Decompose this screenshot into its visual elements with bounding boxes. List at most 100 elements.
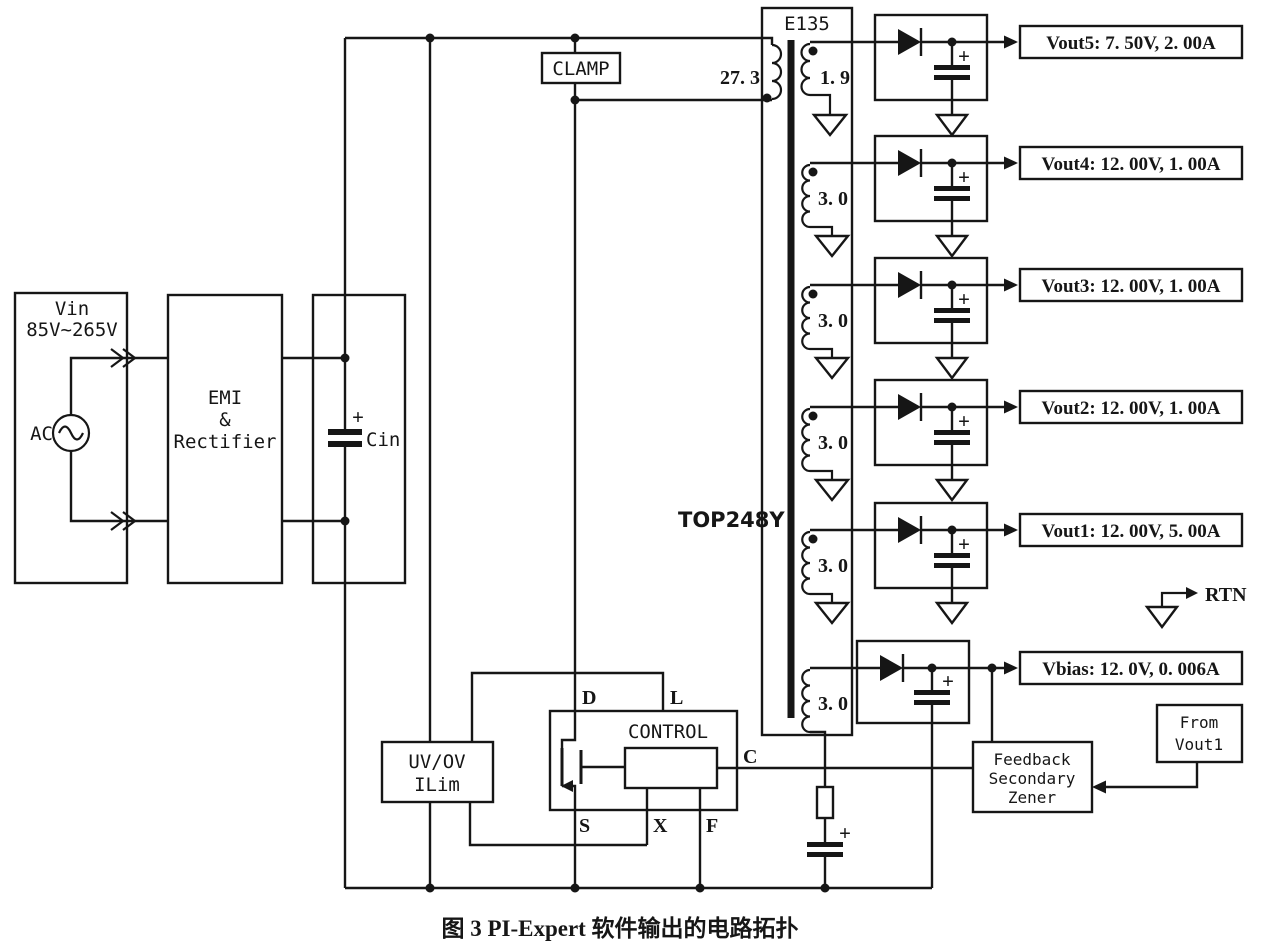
rectifier-box bbox=[855, 639, 971, 725]
junction-dot bbox=[570, 95, 580, 105]
mosfet-icon bbox=[560, 711, 625, 888]
uvov-box bbox=[380, 740, 495, 804]
feedback-block: Feedback Secondary Zener From Vout1 bbox=[971, 703, 1244, 814]
wire-winding-gnd bbox=[810, 93, 832, 115]
output-label-box bbox=[1018, 267, 1244, 303]
secondary-winding-icon bbox=[801, 285, 811, 351]
uvov-line1: UV/OV bbox=[408, 751, 465, 773]
vin-box bbox=[13, 291, 129, 585]
uvov-line2: ILim bbox=[414, 774, 460, 796]
polarity-dot bbox=[808, 289, 818, 299]
mosfet-drain bbox=[560, 711, 577, 748]
cin-capacitor: + Cin bbox=[311, 293, 407, 585]
capacitor-plate-icon bbox=[934, 186, 970, 191]
rtn-symbol: RTN bbox=[1144, 584, 1247, 629]
wire-l-pin bbox=[470, 671, 665, 742]
output-label: Vout2: 12. 00V, 1. 00A bbox=[1042, 398, 1221, 419]
from-vout1-line2: Vout1 bbox=[1175, 735, 1223, 754]
capacitor-plate-icon bbox=[914, 690, 950, 695]
polarity-dot bbox=[808, 46, 818, 56]
output-label-box bbox=[1018, 650, 1244, 686]
emi-box bbox=[166, 293, 284, 585]
rectifier-box bbox=[873, 134, 989, 223]
capacitor-plate-icon bbox=[934, 318, 970, 323]
output-row-vout1: 3. 0 + Vout1: 12. 00V, 5. 00A bbox=[801, 501, 1244, 625]
wire-ac-top bbox=[69, 356, 168, 415]
secondary-winding-icon bbox=[801, 407, 811, 473]
control-label: CONTROL bbox=[628, 721, 708, 743]
diode-icon bbox=[898, 517, 921, 543]
secondary-winding-icon bbox=[800, 42, 811, 97]
output-label-box bbox=[1018, 389, 1244, 425]
capacitor-plate-icon bbox=[934, 65, 970, 70]
emi-rectifier: EMI & Rectifier bbox=[166, 293, 350, 585]
capacitor-plate-icon bbox=[934, 553, 970, 558]
control-block bbox=[623, 746, 719, 790]
ground-icon bbox=[934, 234, 970, 258]
output-label-box bbox=[1018, 512, 1244, 548]
polarity-dot bbox=[808, 534, 818, 544]
ground-icon bbox=[934, 601, 970, 625]
wire-uvov-x bbox=[468, 802, 647, 847]
emi-line1: EMI bbox=[208, 387, 242, 409]
ground-icon bbox=[813, 234, 851, 258]
output-label: Vout1: 12. 00V, 5. 00A bbox=[1042, 521, 1221, 542]
capacitor-plate-icon bbox=[934, 308, 970, 313]
arrow-right-icon bbox=[1004, 661, 1018, 675]
wire-ac-bottom bbox=[69, 451, 168, 523]
ground-icon bbox=[813, 356, 851, 380]
diode-icon bbox=[898, 29, 921, 55]
vin-title: Vin bbox=[55, 298, 89, 320]
rectifier-box bbox=[873, 378, 989, 467]
emi-line2: & bbox=[219, 409, 231, 431]
ac-label: AC bbox=[30, 423, 53, 445]
polarity-dot bbox=[762, 93, 772, 103]
wire-winding-gnd bbox=[810, 592, 834, 603]
ground-icon bbox=[934, 478, 970, 502]
resistor-icon bbox=[815, 785, 835, 820]
plus-sign: + bbox=[958, 532, 970, 556]
input-bus bbox=[343, 33, 932, 893]
arrow-right-icon bbox=[1004, 35, 1018, 49]
winding-turns: 3. 0 bbox=[818, 432, 848, 454]
capacitor-plate-icon bbox=[934, 440, 970, 445]
wire-from-vout1 bbox=[1105, 762, 1199, 789]
wire-winding-gnd bbox=[810, 469, 834, 480]
clamp-label: CLAMP bbox=[552, 58, 609, 80]
chevron-right-icon bbox=[110, 511, 137, 531]
pin-f-label: F bbox=[706, 815, 718, 837]
emi-line3: Rectifier bbox=[174, 431, 277, 453]
ground-icon bbox=[934, 356, 970, 380]
primary-turns: 27. 3 bbox=[720, 67, 760, 89]
mosfet-arrow bbox=[561, 780, 573, 792]
arrow-right-icon bbox=[1004, 523, 1018, 537]
winding-turns: 3. 0 bbox=[818, 555, 848, 577]
arrow-right-icon bbox=[1004, 156, 1018, 170]
feedback-line2: Secondary bbox=[989, 769, 1076, 788]
output-row-vout3: 3. 0 + Vout3: 12. 00V, 1. 00A bbox=[801, 256, 1244, 380]
winding-turns: 3. 0 bbox=[818, 188, 848, 210]
chevron-right-icon bbox=[110, 348, 137, 368]
top248y-switch: CONTROL D L C S X F bbox=[468, 671, 973, 888]
from-vout1-box bbox=[1155, 703, 1244, 764]
rectifier-box bbox=[873, 13, 989, 102]
wire-bias-return bbox=[810, 730, 827, 787]
transformer-box bbox=[760, 6, 854, 737]
output-label: Vbias: 12. 0V, 0. 006A bbox=[1042, 659, 1220, 680]
plus-sign: + bbox=[958, 409, 970, 433]
device-label: TOP248Y bbox=[678, 508, 785, 532]
bias-winding-icon bbox=[801, 668, 811, 734]
mosfet-source bbox=[562, 784, 577, 888]
feedback-line1: Feedback bbox=[993, 750, 1070, 769]
ground-icon bbox=[934, 113, 970, 137]
sine-icon bbox=[58, 425, 84, 441]
wire-rtn bbox=[1160, 591, 1186, 607]
diode-icon bbox=[898, 150, 921, 176]
switch-box bbox=[548, 709, 739, 812]
feedback-box bbox=[971, 740, 1094, 814]
capacitor-plate-icon bbox=[807, 852, 843, 857]
pin-s-label: S bbox=[579, 815, 590, 837]
wire-winding-gnd bbox=[810, 347, 834, 358]
capacitor-plate-icon bbox=[934, 563, 970, 568]
